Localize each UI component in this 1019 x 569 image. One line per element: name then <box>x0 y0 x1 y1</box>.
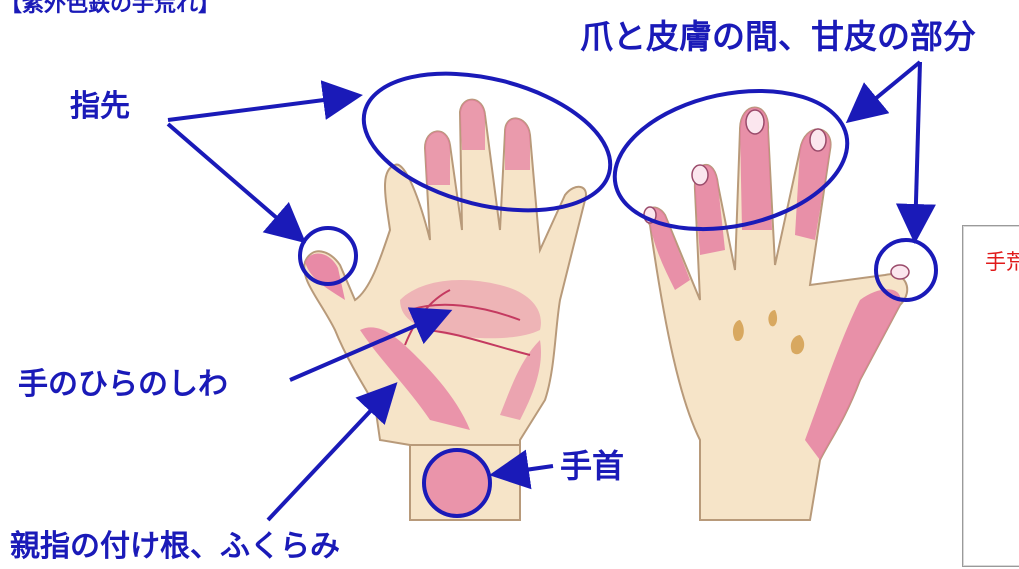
header-caption: 【紫外色鉄の手荒れ】 <box>0 0 221 17</box>
arrow-palm <box>289 307 453 382</box>
arrow-wrist <box>489 449 554 490</box>
annotation-marks <box>298 71 938 518</box>
nail-ellipse <box>612 88 850 232</box>
label-thumb-base: 親指の付け根、ふくらみ <box>10 529 340 564</box>
wrist-circle <box>422 448 492 518</box>
arrow-fingertips-top <box>167 80 363 122</box>
arrow-nail-left <box>845 60 922 124</box>
fingertips-ellipse <box>361 71 613 213</box>
arrow-thumb-base <box>266 382 398 522</box>
annotation-arrows <box>166 60 936 522</box>
label-palm-creases: 手のひらのしわ <box>18 367 228 402</box>
side-panel: 手荒 <box>962 225 1019 567</box>
thumb-tip-circle <box>298 226 358 286</box>
arrow-fingertips-thumb <box>166 122 307 244</box>
side-panel-text: 手荒 <box>985 250 1019 274</box>
back-hand <box>643 106 910 521</box>
label-wrist: 手首 <box>560 447 625 485</box>
label-fingertips: 指先 <box>70 89 130 124</box>
label-nail-cuticle: 爪と皮膚の間、甘皮の部分 <box>580 17 976 56</box>
arrow-nail-right <box>895 61 936 244</box>
